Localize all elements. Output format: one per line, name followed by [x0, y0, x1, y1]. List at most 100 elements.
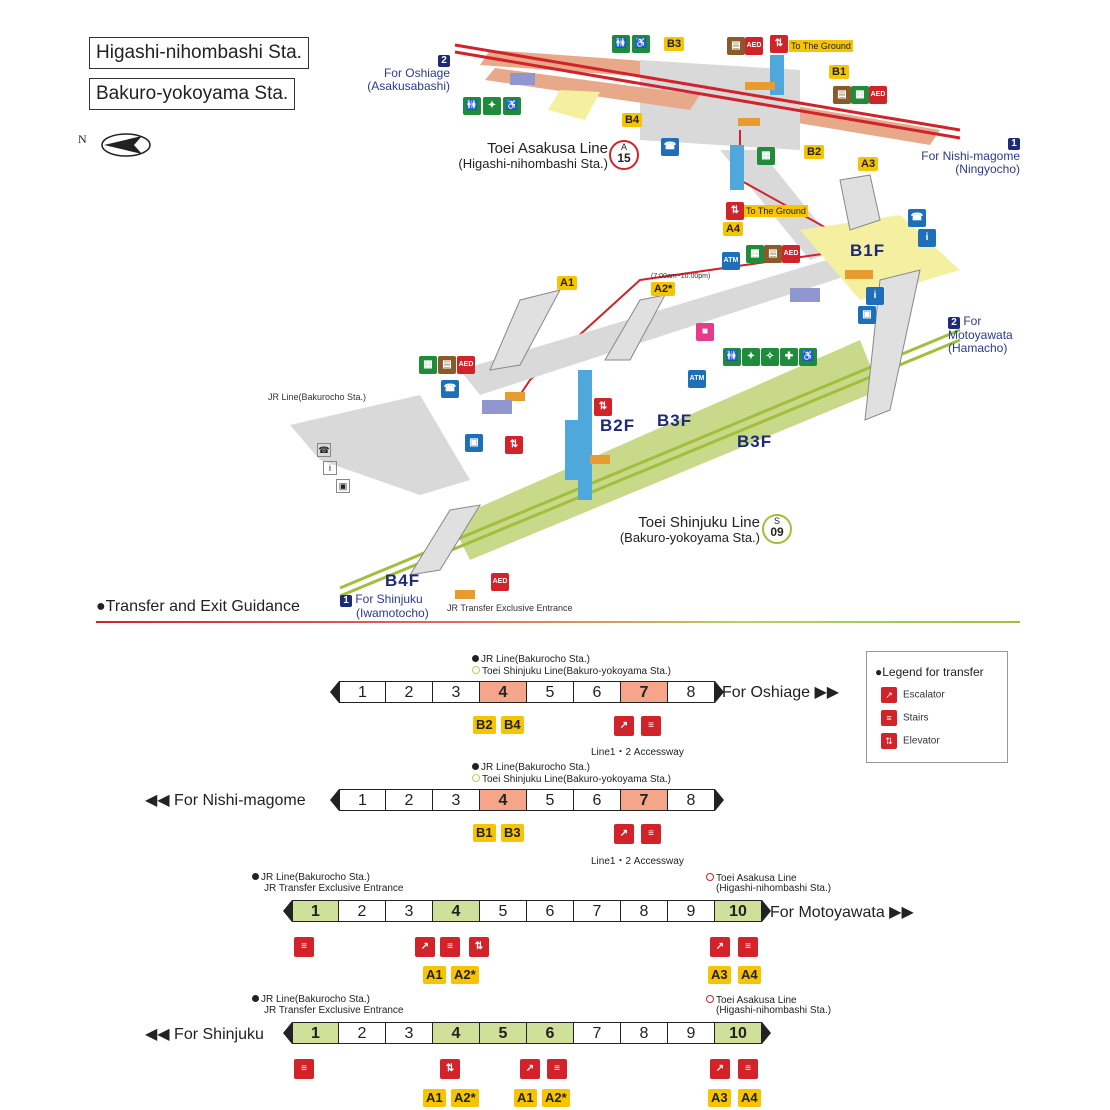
- guidance-bullet-icon: ●: [96, 598, 106, 615]
- row2-car-1[interactable]: 1: [339, 789, 386, 811]
- baby-seat-icon: ✧: [761, 348, 779, 366]
- aed-icon-4: AED: [457, 356, 475, 374]
- row3-exit-a2: A2*: [451, 966, 479, 984]
- row1-train: 1 2 3 4 5 6 7 8: [330, 681, 724, 703]
- row4-note-entrance: JR Transfer Exclusive Entrance: [264, 1005, 404, 1016]
- row4-note-asakusa-sub: (Higashi-nihombashi Sta.): [716, 1005, 832, 1016]
- legend-bullet-icon: ●: [875, 665, 883, 679]
- map-exit-b3: B3: [664, 37, 685, 51]
- wheelchair-icon-2: ♿: [799, 348, 817, 366]
- row3-car-7[interactable]: 7: [574, 900, 621, 922]
- asakusa-line-sub: (Higashi-nihombashi Sta.): [458, 156, 608, 171]
- row1-cap-left: [330, 681, 339, 703]
- row4-exit-a2: A2*: [451, 1089, 479, 1107]
- row3-car-3[interactable]: 3: [386, 900, 433, 922]
- ticket-gate-4: [505, 392, 525, 401]
- row4-car-4[interactable]: 4: [433, 1022, 480, 1044]
- row4-car-5[interactable]: 5: [480, 1022, 527, 1044]
- row4-car6-escalator-icon: ↗: [520, 1059, 540, 1079]
- row1-car-2[interactable]: 2: [386, 681, 433, 703]
- floor-label-b3f-b: B3F: [737, 432, 773, 451]
- direction-nishimagome-text: For Nishi-magome: [921, 149, 1020, 163]
- wheelchair-icon: ♿: [503, 97, 521, 115]
- row4-car-8[interactable]: 8: [621, 1022, 668, 1044]
- direction-oshiage: 2 For Oshiage (Asakusabashi): [350, 53, 450, 93]
- row3-cap-left: [283, 900, 292, 922]
- station-name-bakuro-yokoyama: Bakuro-yokoyama Sta.: [89, 78, 296, 110]
- row2-car-2[interactable]: 2: [386, 789, 433, 811]
- coin-locker-icon-2: ▤: [833, 86, 851, 104]
- row2-note-jr-text: JR Line(Bakurocho Sta.): [481, 762, 590, 773]
- row2-car-5[interactable]: 5: [527, 789, 574, 811]
- row3-car-5[interactable]: 5: [480, 900, 527, 922]
- map-exit-b1: B1: [829, 65, 850, 79]
- ticket-office: [510, 73, 535, 85]
- row2-car-7[interactable]: 7: [621, 789, 668, 811]
- row2-car-4[interactable]: 4: [480, 789, 527, 811]
- direction-motoyawata-text: For: [963, 314, 982, 328]
- row4-car-10[interactable]: 10: [715, 1022, 762, 1044]
- row3-car-9[interactable]: 9: [668, 900, 715, 922]
- row4-car-3[interactable]: 3: [386, 1022, 433, 1044]
- row1-car-6[interactable]: 6: [574, 681, 621, 703]
- row3-car10-escalator-icon: ↗: [710, 937, 730, 957]
- elevator-shaft-4: [565, 420, 579, 480]
- row3-note-asakusa: Toei Asakusa Line: [706, 873, 797, 884]
- row3-car-8[interactable]: 8: [621, 900, 668, 922]
- row4-car4-elevator-icon: ⇅: [440, 1059, 460, 1079]
- row3-car-2[interactable]: 2: [339, 900, 386, 922]
- row3-car-6[interactable]: 6: [527, 900, 574, 922]
- row4-car-1[interactable]: 1: [292, 1022, 339, 1044]
- asakusa-line-code-badge: A 15: [609, 140, 639, 170]
- shinjuku-line-name: Toei Shinjuku Line: [638, 514, 760, 531]
- row1-exit-1: B2: [473, 716, 496, 734]
- exit-b4-ramp: [548, 90, 600, 120]
- aed-icon-5: AED: [491, 573, 509, 591]
- ticket-machine-icon: ▦: [851, 86, 869, 104]
- row3-car-1[interactable]: 1: [292, 900, 339, 922]
- row3-car1-stairs-icon: ≡: [294, 937, 314, 957]
- row1-car-4[interactable]: 4: [480, 681, 527, 703]
- row3-note-asakusa-dot: [706, 873, 714, 881]
- row4-car-7[interactable]: 7: [574, 1022, 621, 1044]
- shinjuku-line-code-letter: S: [773, 516, 780, 526]
- row3-car-10[interactable]: 10: [715, 900, 762, 922]
- elevator-icon-4: ⇅: [505, 436, 523, 454]
- row1-car-5[interactable]: 5: [527, 681, 574, 703]
- row4-car-2[interactable]: 2: [339, 1022, 386, 1044]
- coin-locker-icon-4: ▤: [438, 356, 456, 374]
- row2-car-8[interactable]: 8: [668, 789, 715, 811]
- row2-cap-right: [715, 789, 724, 811]
- row3-car10-stairs-icon: ≡: [738, 937, 758, 957]
- row4-exit-a4: A4: [738, 1089, 761, 1107]
- row2-car-3[interactable]: 3: [433, 789, 480, 811]
- asakusa-platform-lower: [485, 68, 700, 110]
- floor-label-b2f: B2F: [600, 416, 636, 435]
- row2-note-jr: JR Line(Bakurocho Sta.): [472, 763, 590, 773]
- ticket-gate-6: [455, 590, 475, 599]
- direction-motoyawata-num: 2: [948, 317, 960, 329]
- row1-note-jr: JR Line(Bakurocho Sta.): [472, 655, 590, 665]
- compass-north-label: N: [78, 132, 87, 146]
- row1-car-8[interactable]: 8: [668, 681, 715, 703]
- aed-icon-2: AED: [869, 86, 887, 104]
- info-icon: i: [918, 229, 936, 247]
- row1-car-3[interactable]: 3: [433, 681, 480, 703]
- row1-car-7[interactable]: 7: [621, 681, 668, 703]
- legend-elevator-label: Elevator: [903, 735, 940, 747]
- row1-car-1[interactable]: 1: [339, 681, 386, 703]
- row3-note-entrance: JR Transfer Exclusive Entrance: [264, 883, 404, 894]
- row4-car-9[interactable]: 9: [668, 1022, 715, 1044]
- row2-car-6[interactable]: 6: [574, 789, 621, 811]
- direction-oshiage-num: 2: [438, 55, 450, 67]
- legend-title-text: Legend for transfer: [882, 665, 984, 679]
- exit-a4-stairs: [864, 269, 921, 421]
- direction-shinjuku: 1 For Shinjuku (Iwamotocho): [340, 593, 429, 620]
- row4-car-6[interactable]: 6: [527, 1022, 574, 1044]
- row3-note-jr-dot: [252, 873, 259, 880]
- coin-locker-icon: ▤: [727, 37, 745, 55]
- row3-note-asakusa-text: Toei Asakusa Line: [716, 873, 797, 884]
- guidance-divider: [96, 621, 1020, 623]
- map-exit-a3: A3: [858, 157, 879, 171]
- row3-car-4[interactable]: 4: [433, 900, 480, 922]
